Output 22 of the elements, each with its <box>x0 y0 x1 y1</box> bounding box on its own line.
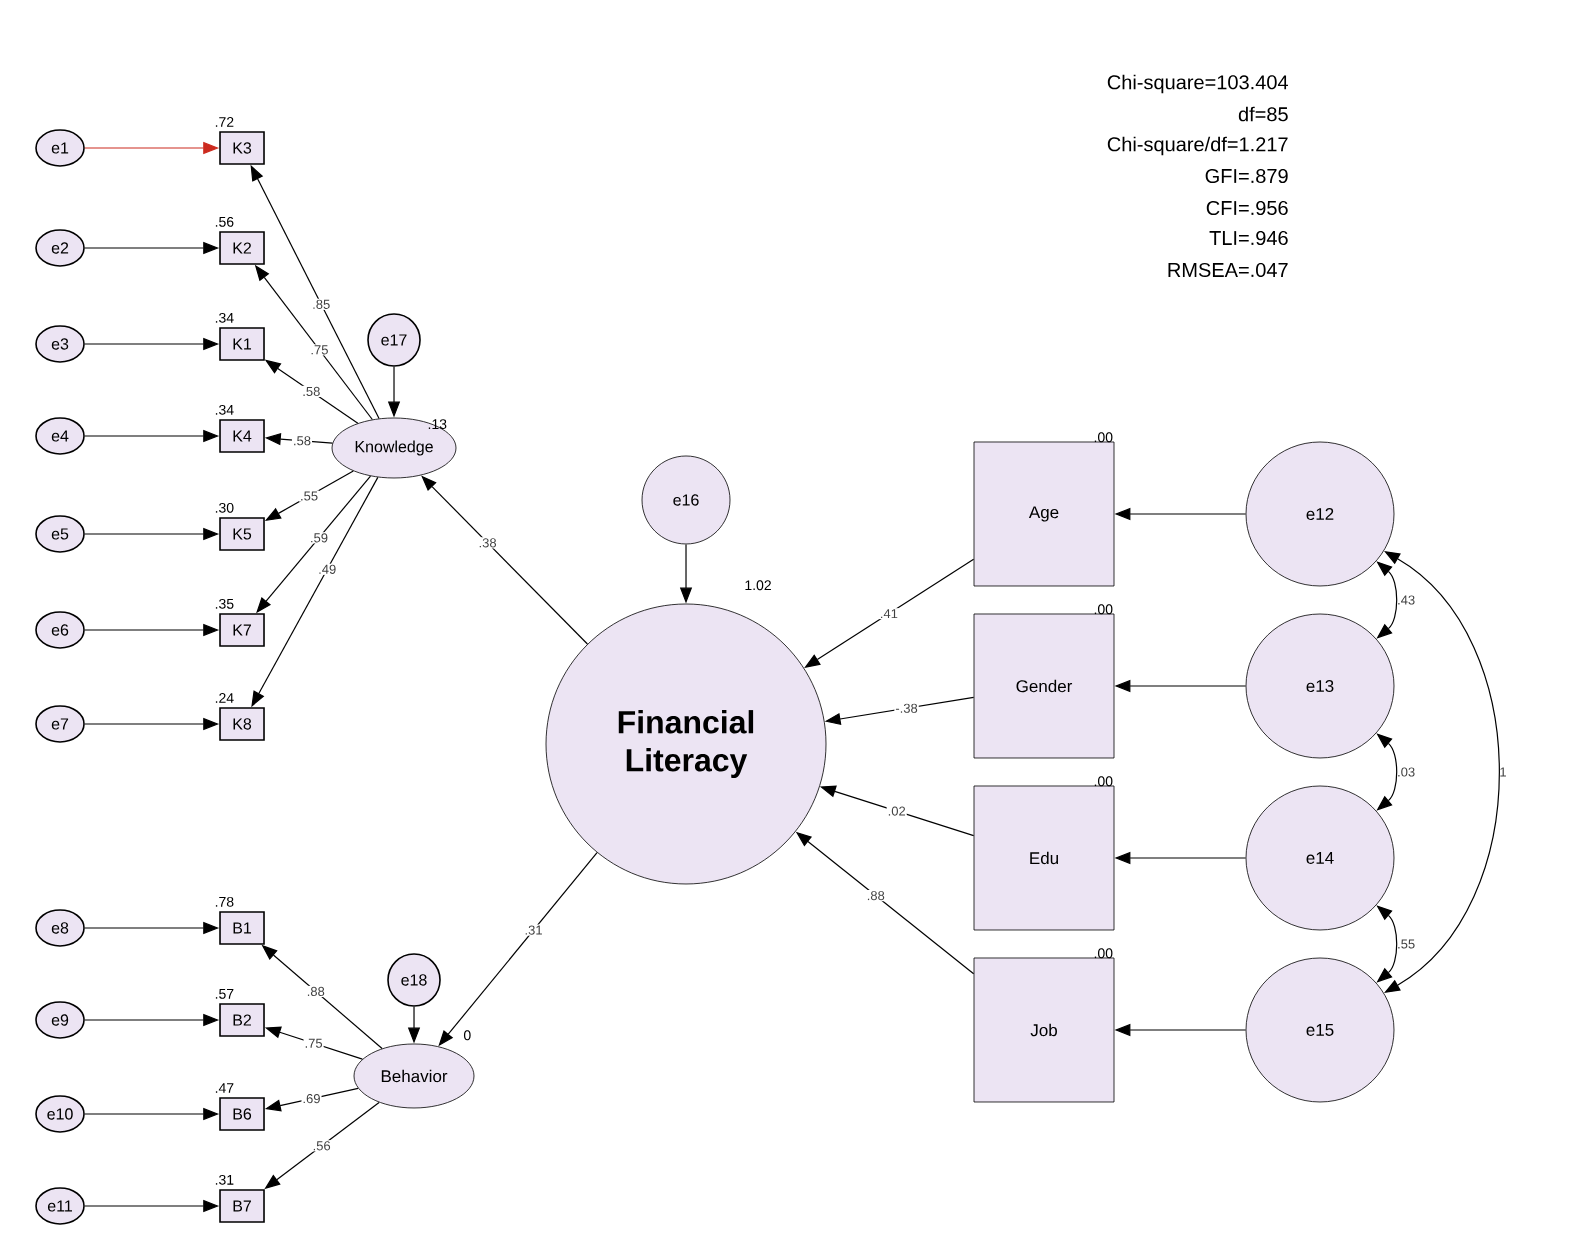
observed-variable-box: B1 <box>219 911 265 945</box>
observed-variable-box: B6 <box>219 1097 265 1131</box>
observed-variable-box: K2 <box>219 231 265 265</box>
observed-variable-box: B7 <box>219 1189 265 1223</box>
observed-variable-box: K1 <box>219 327 265 361</box>
observed-variable-box: K5 <box>219 517 265 551</box>
fit-statistic: df=85 <box>1238 106 1288 122</box>
observed-variable-box: B2 <box>219 1003 265 1037</box>
fit-statistic: CFI=.956 <box>1206 200 1288 216</box>
fit-statistic: TLI=.946 <box>1209 230 1288 246</box>
observed-variable-box: K8 <box>219 707 265 741</box>
fit-statistic: RMSEA=.047 <box>1168 262 1288 278</box>
observed-variable-box: K7 <box>219 613 265 647</box>
observed-variable-box: K3 <box>219 131 265 165</box>
observed-variable-box: Edu <box>973 785 1115 931</box>
observed-variable-box: Gender <box>973 613 1115 759</box>
observed-variable-box: Job <box>973 957 1115 1103</box>
observed-variable-box: Age <box>973 441 1115 587</box>
fit-statistic: Chi-square=103.404 <box>1107 74 1288 94</box>
fit-statistic: GFI=.879 <box>1205 168 1288 184</box>
observed-variable-box: K4 <box>219 419 265 453</box>
fit-statistic: Chi-square/df=1.217 <box>1107 136 1288 156</box>
